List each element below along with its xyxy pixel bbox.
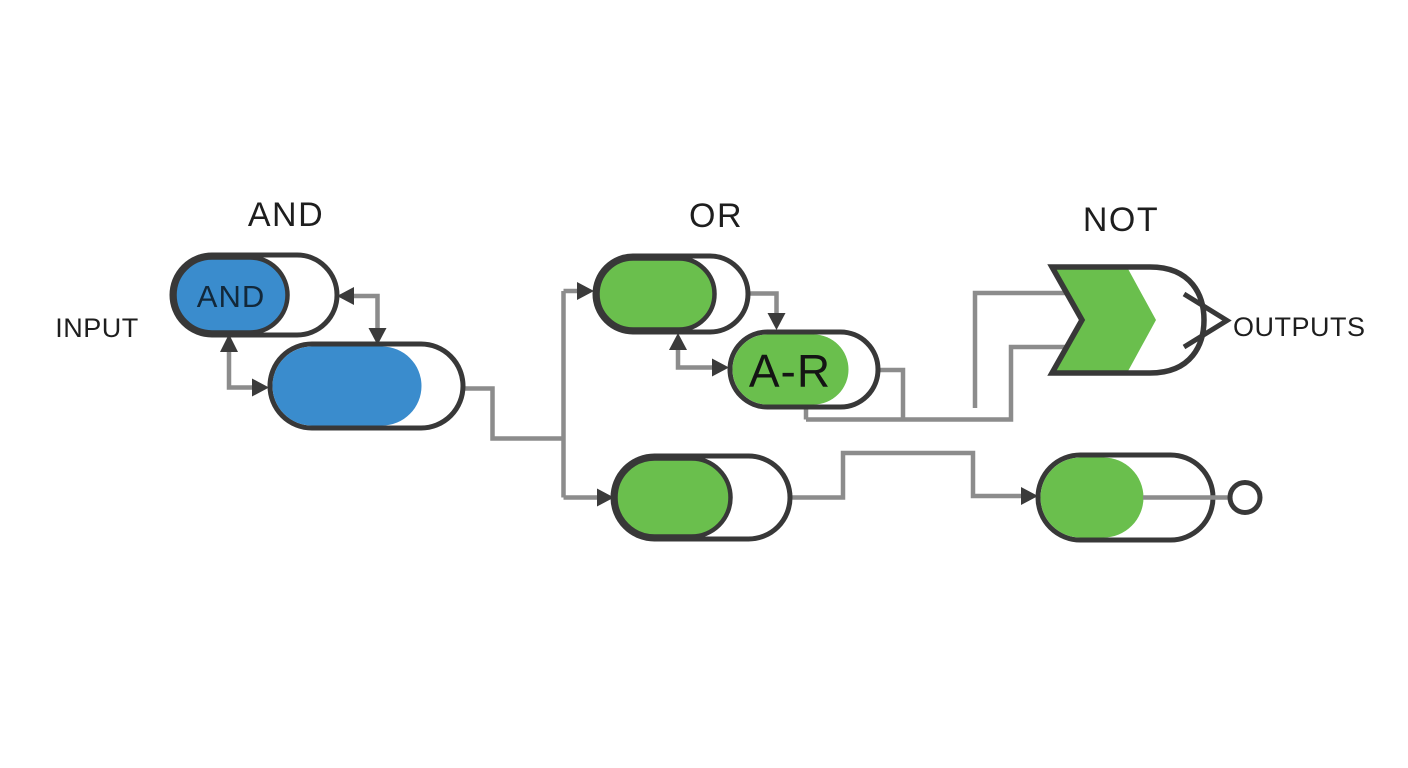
and-output-pill-fill [272,346,422,426]
arrowhead-right-icon [1021,487,1038,505]
output-branch [1035,452,1263,543]
parallel-branch [610,453,793,542]
arrowhead-right-icon [597,488,614,507]
wire [790,450,1022,500]
arrowhead-up-icon [220,334,238,352]
arrowhead-down-icon [368,328,387,345]
arrowhead-right-icon [252,378,269,397]
or-section-wires [669,291,1068,422]
wire [878,367,906,420]
arrowhead-down-icon [767,313,786,330]
ar-pill-label: A-R [749,345,831,397]
or-section [592,253,881,410]
arrowhead-up-icon [669,333,687,350]
or-input-pill-fill [595,256,717,332]
output-pill-fill [1040,457,1144,538]
arrowhead-left-icon [337,287,354,305]
parallel-pill-fill [613,456,733,539]
not-section-title: NOT [1083,201,1159,239]
and-pill-label: AND [197,279,265,314]
or-section-title: OR [689,197,743,235]
arrowhead-right-icon [712,358,729,377]
wire [806,344,1068,422]
parallel-branch-wires [790,450,1038,505]
and-section-title: AND [248,196,324,234]
not-gate-tip-outline [1182,291,1232,350]
wire [226,342,254,390]
arrowhead-right-icon [577,282,594,300]
input-label: INPUT [55,313,139,343]
ar-pill-fill [732,334,849,405]
not-section [1047,264,1232,376]
and-section [169,252,466,431]
not-section-wires [972,290,1068,408]
wire [350,293,380,329]
output-terminal-circle [1227,480,1263,515]
wire [461,386,564,441]
and-section-wires [220,287,564,441]
not-gate-chevron-icon [1052,267,1156,373]
wire [748,291,779,314]
trunk-wires [561,282,614,507]
outputs-label: OUTPUTS [1233,312,1366,342]
wire [675,350,712,370]
not-gate-outline [1047,264,1207,376]
wire [972,290,1068,408]
diagram-labels: AND OR NOT INPUT OUTPUTS AND A-R [55,196,1365,397]
and-input-pill-fill [172,255,290,335]
